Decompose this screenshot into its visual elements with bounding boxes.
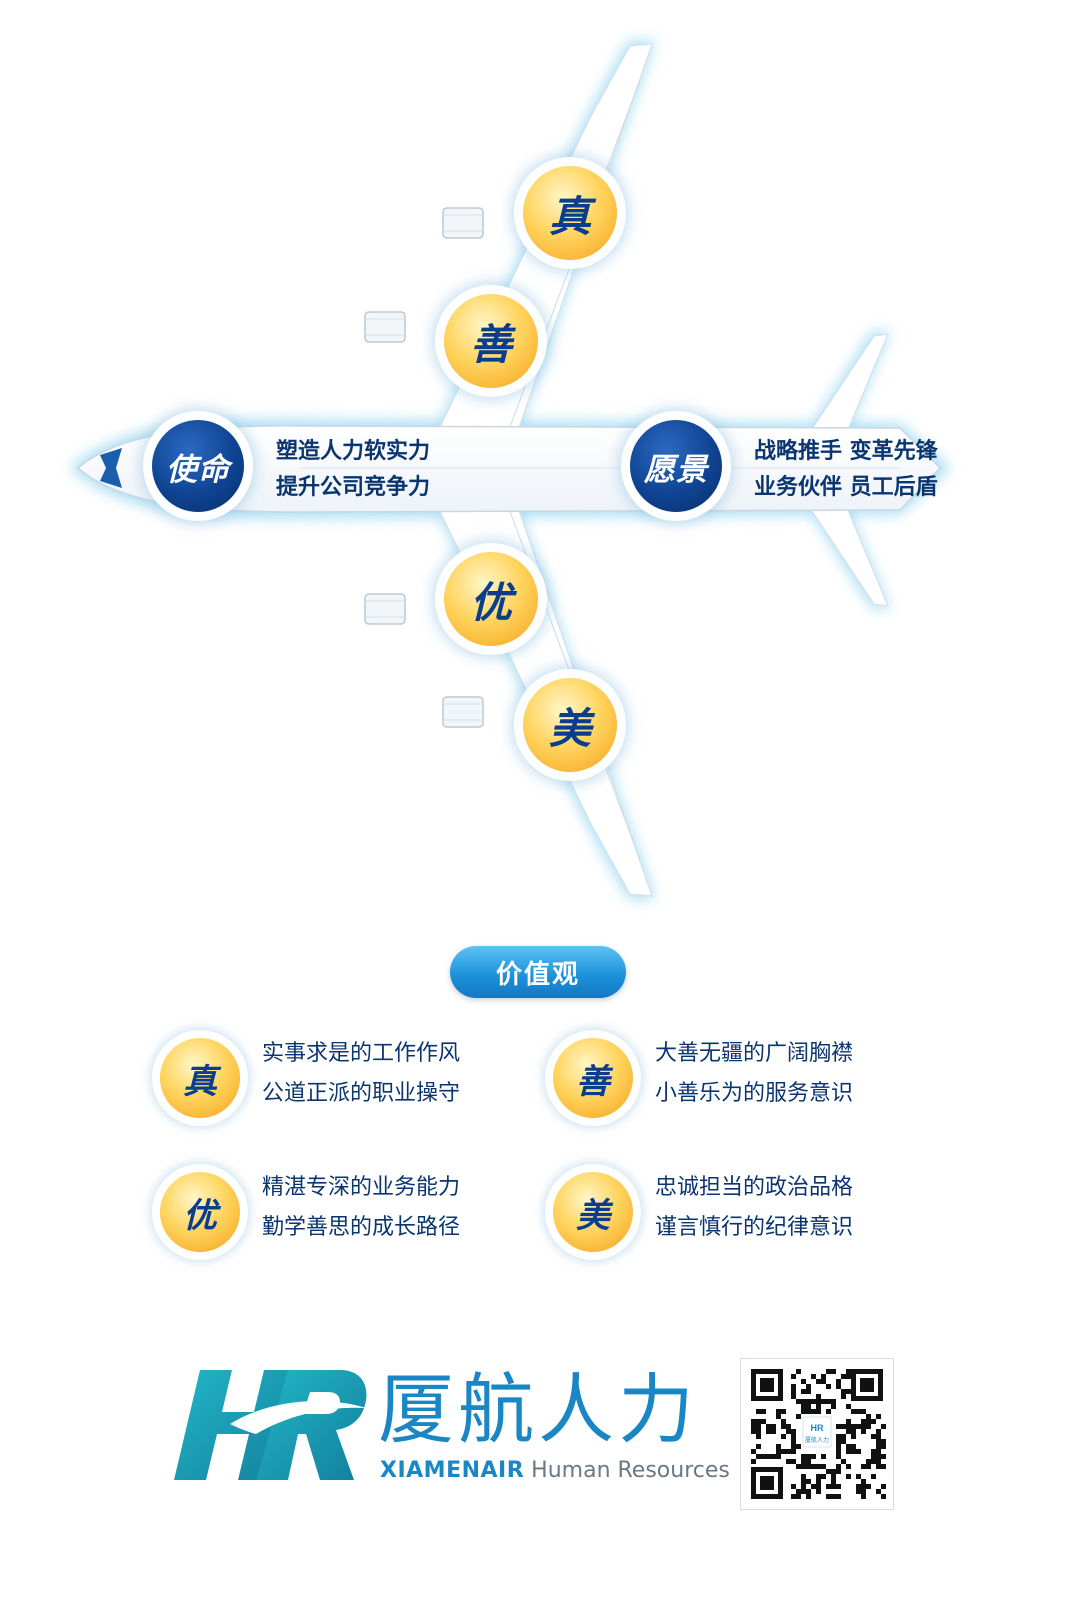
value-line: 精湛专深的业务能力 <box>262 1175 461 1200</box>
value-line: 忠诚担当的政治品格 <box>655 1175 854 1200</box>
wing-circle-label: 美 <box>548 703 591 753</box>
value-circle-label: 善 <box>576 1061 610 1102</box>
vision-badge-label: 愿景 <box>644 451 708 488</box>
value-text: 精湛专深的业务能力 勤学善思的成长路径 <box>262 1168 460 1248</box>
vision-text: 战略推手 变革先锋 业务伙伴 员工后盾 <box>754 434 938 506</box>
value-line: 勤学善思的成长路径 <box>262 1215 461 1240</box>
mission-line: 提升公司竞争力 <box>276 475 431 500</box>
value-circle-label: 美 <box>576 1195 610 1236</box>
value-circle: 优 <box>160 1172 240 1252</box>
value-text: 实事求是的工作作风 公道正派的职业操守 <box>262 1034 460 1114</box>
logo-brand: XIAMENAIR <box>380 1458 525 1483</box>
wing-circle-label: 优 <box>469 577 512 627</box>
mission-line: 塑造人力软实力 <box>276 439 431 464</box>
mission-text: 塑造人力软实力 提升公司竞争力 <box>276 434 430 506</box>
value-line: 实事求是的工作作风 <box>262 1041 461 1066</box>
value-item-shan: 善 大善无疆的广阔胸襟 小善乐为的服务意识 <box>543 1030 853 1130</box>
values-title-pill: 价值观 <box>450 946 626 998</box>
wing-circle-shan: 善 <box>444 294 538 388</box>
airplane-illustration <box>70 40 950 900</box>
qr-center-label: 厦航人力 <box>805 1436 829 1444</box>
value-circle-label: 真 <box>183 1061 217 1102</box>
value-line: 小善乐为的服务意识 <box>655 1081 854 1106</box>
value-circle: 善 <box>553 1038 633 1118</box>
mission-badge: 使命 <box>152 420 244 512</box>
wing-circle-label: 善 <box>469 319 512 369</box>
wing-circle-label: 真 <box>548 191 591 241</box>
value-line: 公道正派的职业操守 <box>262 1081 461 1106</box>
vision-badge: 愿景 <box>630 420 722 512</box>
value-circle: 真 <box>160 1038 240 1118</box>
value-text: 大善无疆的广阔胸襟 小善乐为的服务意识 <box>655 1034 853 1114</box>
qr-code: HR 厦航人力 <box>740 1358 894 1510</box>
value-circle-label: 优 <box>183 1195 217 1236</box>
value-item-you: 优 精湛专深的业务能力 勤学善思的成长路径 <box>150 1164 460 1264</box>
wing-circle-mei: 美 <box>523 678 617 772</box>
svg-text:HR: HR <box>811 1423 824 1433</box>
wing-circle-zhen: 真 <box>523 166 617 260</box>
hr-logo-mark <box>174 1370 367 1480</box>
value-line: 大善无疆的广阔胸襟 <box>655 1041 854 1066</box>
value-item-zhen: 真 实事求是的工作作风 公道正派的职业操守 <box>150 1030 460 1130</box>
vision-line: 业务伙伴 员工后盾 <box>754 475 938 500</box>
value-item-mei: 美 忠诚担当的政治品格 谨言慎行的纪律意识 <box>543 1164 853 1264</box>
value-line: 谨言慎行的纪律意识 <box>655 1215 854 1240</box>
vision-line: 战略推手 变革先锋 <box>754 439 938 464</box>
logo-english-name: XIAMENAIR Human Resources <box>380 1458 730 1483</box>
qr-code-pattern: HR 厦航人力 <box>751 1369 886 1499</box>
value-circle: 美 <box>553 1172 633 1252</box>
logo-chinese-name: 厦航人力 <box>378 1365 698 1454</box>
mission-badge-label: 使命 <box>166 451 230 488</box>
values-title: 价值观 <box>495 959 580 990</box>
wing-circle-you: 优 <box>444 552 538 646</box>
value-text: 忠诚担当的政治品格 谨言慎行的纪律意识 <box>655 1168 853 1248</box>
logo-suffix: Human Resources <box>524 1458 730 1483</box>
